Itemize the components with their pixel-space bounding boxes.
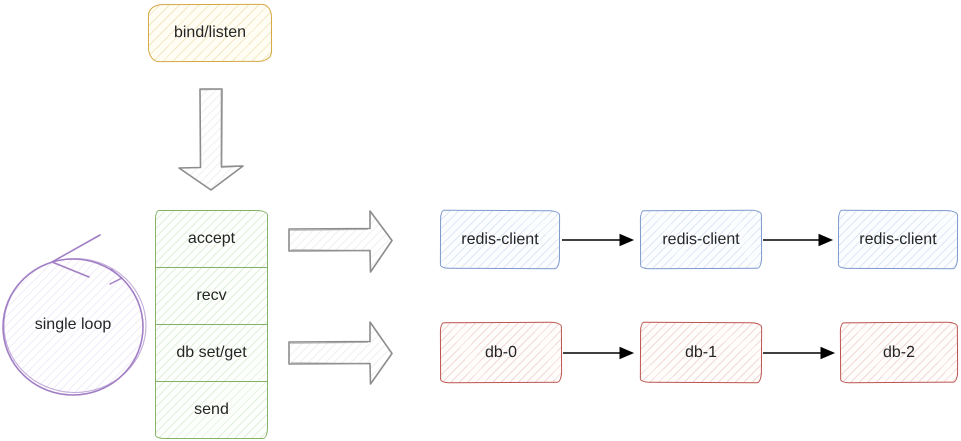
node-step-accept[interactable]: accept xyxy=(156,211,267,267)
node-event-loop-stack[interactable]: accept recv db set/get send xyxy=(155,210,268,439)
flow-arrow-dbs[interactable] xyxy=(288,321,393,385)
step-db-set-get-label: db set/get xyxy=(176,344,247,361)
redis-client-2-label: redis-client xyxy=(662,230,740,248)
node-step-recv[interactable]: recv xyxy=(156,267,267,324)
single-loop-circle[interactable] xyxy=(2,234,147,396)
down-arrow[interactable] xyxy=(178,88,244,191)
step-accept-label: accept xyxy=(187,230,236,247)
db-1-label: db-1 xyxy=(684,343,718,361)
db-0-label: db-0 xyxy=(484,343,518,361)
step-send-label: send xyxy=(194,401,229,418)
node-db-1[interactable]: db-1 xyxy=(639,321,763,384)
node-redis-client-2[interactable]: redis-client xyxy=(639,209,763,270)
loop-arrow-icon xyxy=(50,234,123,285)
node-redis-client-3[interactable]: redis-client xyxy=(837,209,959,270)
redis-client-3-label: redis-client xyxy=(859,230,937,248)
node-bind-listen-label: bind/listen xyxy=(173,24,247,42)
db-2-label: db-2 xyxy=(882,343,916,361)
single-loop-label: single loop xyxy=(34,316,112,333)
node-db-2[interactable]: db-2 xyxy=(839,321,959,384)
node-db-0[interactable]: db-0 xyxy=(439,321,563,384)
node-redis-client-1[interactable]: redis-client xyxy=(439,209,561,270)
step-recv-label: recv xyxy=(196,287,227,304)
node-step-db-set-get[interactable]: db set/get xyxy=(156,324,267,381)
redis-client-1-label: redis-client xyxy=(461,230,539,248)
node-step-send[interactable]: send xyxy=(156,381,267,438)
flow-arrow-clients[interactable] xyxy=(288,210,393,273)
node-bind-listen[interactable]: bind/listen xyxy=(147,3,273,63)
